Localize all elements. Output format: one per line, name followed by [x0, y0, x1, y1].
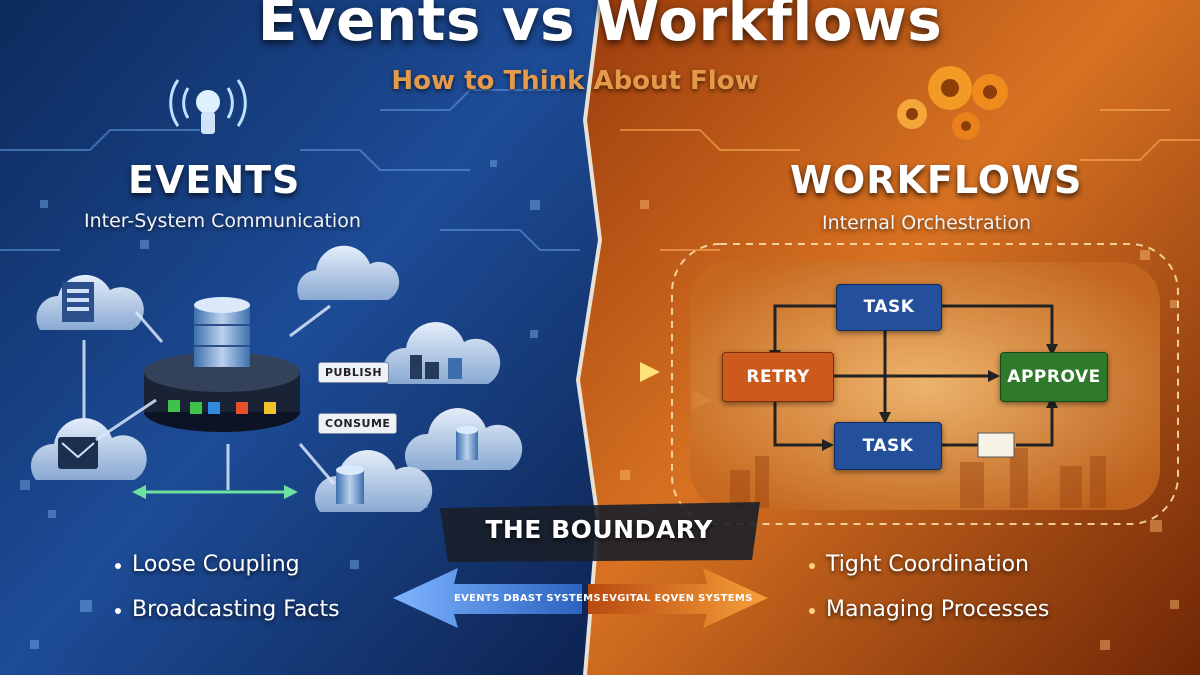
approve-box: APPROVE: [1000, 352, 1108, 402]
retry-box: RETRY: [722, 352, 834, 402]
workflows-subheading: Internal Orchestration: [822, 212, 1031, 234]
left-arrow-label: EVENTS DBAST SYSTEMS: [454, 593, 601, 604]
page-title: Events vs Workflows: [257, 0, 943, 54]
events-subheading: Inter-System Communication: [84, 210, 361, 232]
cloud-icon: [314, 450, 433, 512]
event-broker-icon: [144, 297, 300, 432]
cloud-icon: [30, 418, 147, 480]
task-bottom-label: TASK: [862, 436, 914, 456]
database-icon: [456, 426, 478, 460]
events-bullet-1: Loose Coupling: [132, 552, 300, 577]
workflows-heading: WORKFLOWS: [790, 158, 1083, 202]
wifi-bulb-icon: [169, 79, 247, 134]
events-bullet-2: Broadcasting Facts: [132, 597, 340, 622]
database-icon: [336, 465, 364, 504]
document-icon: [977, 432, 1015, 458]
workflows-bullet-1: Tight Coordination: [826, 552, 1029, 577]
gears-icon: [897, 66, 1008, 140]
mail-icon: [58, 437, 98, 469]
cloud-icon: [297, 245, 400, 300]
publish-tag: PUBLISH: [318, 362, 390, 383]
right-arrow-label: EVGITAL EQVEN SYSTEMS: [602, 593, 753, 604]
task-box-bottom: TASK: [834, 422, 942, 470]
consume-tag: CONSUME: [318, 413, 398, 434]
workflows-bullet-2: Managing Processes: [826, 597, 1050, 622]
cloud-icon: [404, 408, 523, 470]
events-heading: EVENTS: [128, 158, 301, 202]
retry-label: RETRY: [746, 367, 810, 387]
approve-label: APPROVE: [1007, 367, 1101, 387]
task-box-top: TASK: [836, 284, 942, 331]
cloud-icon: [36, 274, 144, 330]
page-subtitle: How to Think About Flow: [391, 66, 759, 96]
boundary-label: THE BOUNDARY: [485, 515, 713, 544]
task-top-label: TASK: [863, 297, 915, 317]
